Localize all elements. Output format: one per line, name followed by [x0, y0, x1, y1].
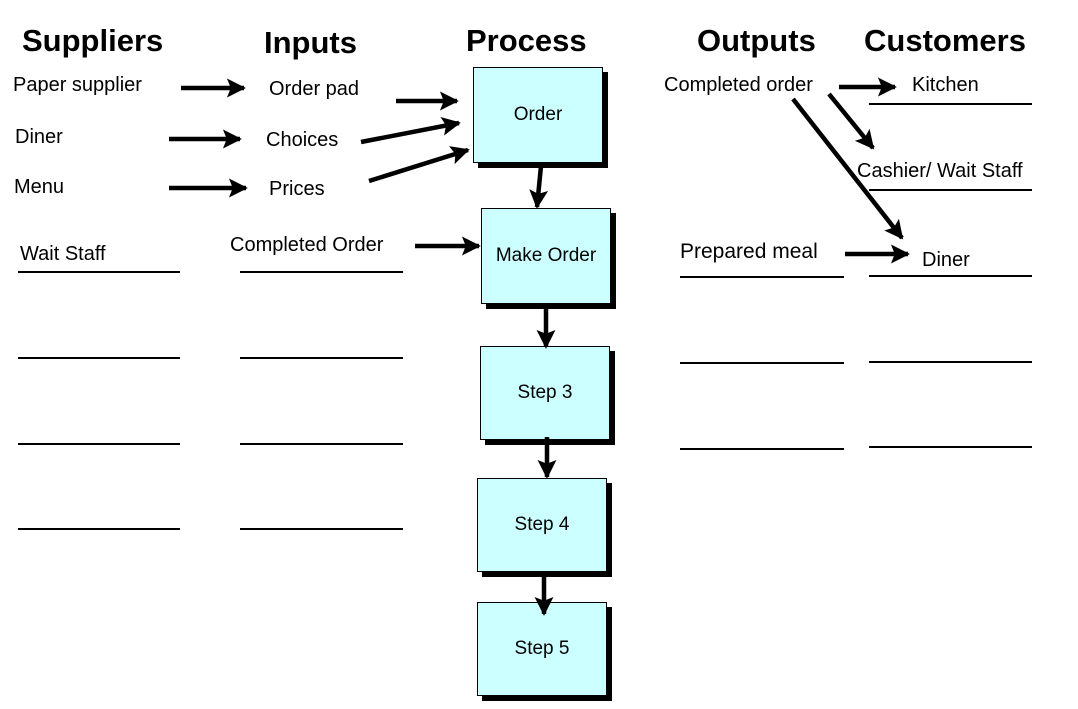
output-line-1: [680, 276, 844, 278]
input-line-2: [240, 357, 403, 359]
arrow-choices-to-order: [360, 116, 461, 145]
supplier-diner: Diner: [15, 126, 63, 148]
customer-kitchen: Kitchen: [912, 74, 979, 96]
output-completed-order: Completed order: [664, 74, 813, 96]
input-line-4: [240, 528, 403, 530]
arrow-completedorder-to-diner: [791, 97, 904, 240]
process-box-step-3: Step 3: [480, 346, 610, 440]
customer-line-2: [869, 189, 1032, 191]
process-label-step-3: Step 3: [517, 382, 573, 403]
customer-line-1: [869, 103, 1032, 105]
customer-diner: Diner: [922, 249, 970, 271]
process-label-make-order: Make Order: [495, 245, 597, 266]
arrow-completedorder-to-cashier: [827, 92, 875, 150]
input-completed-order: Completed Order: [230, 234, 384, 256]
supplier-line-3: [18, 443, 180, 445]
supplier-paper-supplier: Paper supplier: [13, 74, 142, 96]
supplier-line-1: [18, 271, 180, 273]
output-line-3: [680, 448, 844, 450]
customer-line-3: [869, 275, 1032, 277]
output-line-2: [680, 362, 844, 364]
process-box-order: Order: [473, 67, 603, 163]
input-line-3: [240, 443, 403, 445]
header-inputs: Inputs: [264, 25, 357, 60]
customer-line-4: [869, 361, 1032, 363]
supplier-line-2: [18, 357, 180, 359]
input-prices: Prices: [269, 178, 325, 200]
customer-cashier-wait-staff: Cashier/ Wait Staff: [857, 160, 1023, 182]
process-box-step-5: Step 5: [477, 602, 607, 696]
process-box-step-4: Step 4: [477, 478, 607, 572]
input-line-1: [240, 271, 403, 273]
arrow-prices-to-order: [368, 146, 470, 184]
arrow-order-to-makeorder: [529, 165, 549, 209]
process-label-order: Order: [513, 104, 563, 125]
header-process: Process: [466, 23, 587, 58]
header-outputs: Outputs: [697, 23, 816, 58]
supplier-line-4: [18, 528, 180, 530]
input-choices: Choices: [266, 129, 339, 151]
output-prepared-meal: Prepared meal: [680, 240, 818, 263]
header-suppliers: Suppliers: [22, 23, 164, 58]
customer-line-5: [869, 446, 1032, 448]
process-label-step-4: Step 4: [514, 514, 570, 535]
process-box-make-order: Make Order: [481, 208, 611, 304]
supplier-wait-staff: Wait Staff: [20, 243, 106, 265]
input-order-pad: Order pad: [269, 78, 360, 100]
supplier-menu: Menu: [14, 176, 65, 198]
process-label-step-5: Step 5: [514, 638, 570, 659]
header-customers: Customers: [864, 23, 1026, 58]
